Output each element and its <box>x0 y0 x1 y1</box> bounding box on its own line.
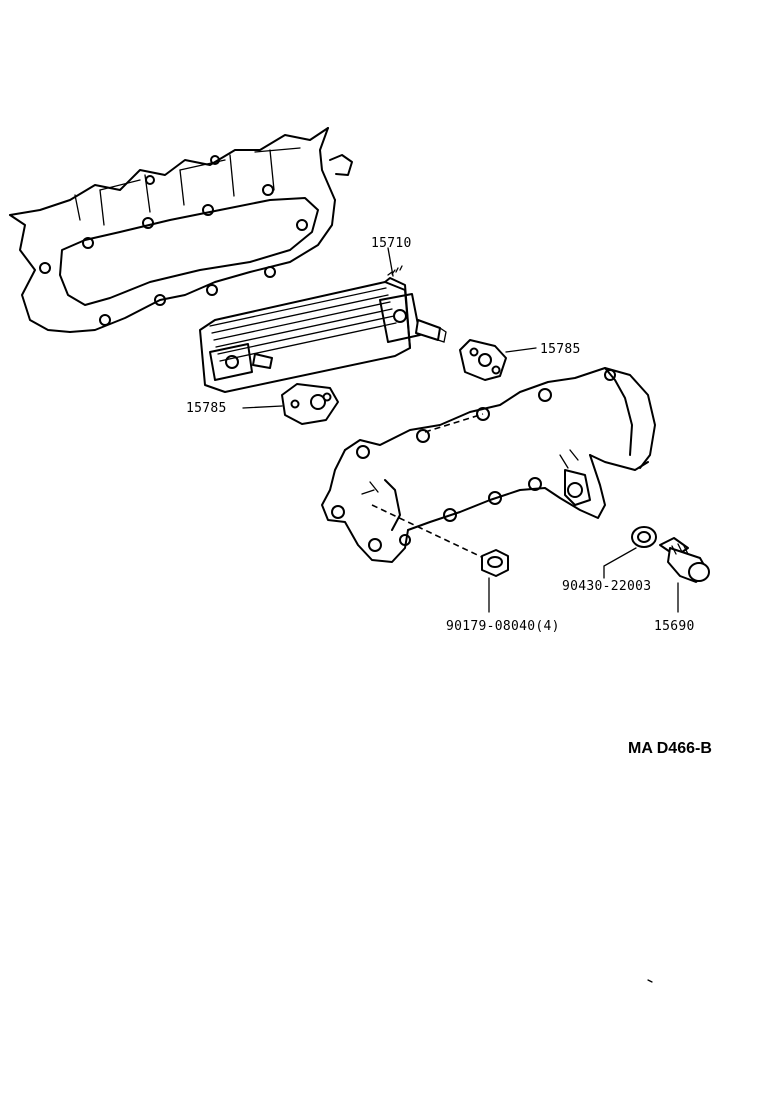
gasket-90430-22003 <box>603 526 657 579</box>
diagram-code: MA D466-B <box>628 740 712 757</box>
scan-mark <box>647 979 653 983</box>
gasket-15785-left <box>242 383 339 425</box>
relief-valve-15690 <box>659 537 710 613</box>
gasket-15785-right <box>459 339 537 381</box>
oil-cooler-15710 <box>199 247 447 393</box>
oil-cooler-cover <box>321 367 656 563</box>
label-15785-right: 15785 <box>540 342 581 357</box>
cover-flange-line <box>424 413 484 433</box>
label-90430-22003: 90430-22003 <box>562 579 651 594</box>
nut-90179-08040 <box>481 549 509 613</box>
label-15690: 15690 <box>654 619 695 634</box>
label-90179-08040: 90179-08040(4) <box>446 619 560 634</box>
engine-block-outline <box>9 127 353 333</box>
nut-assembly-line <box>371 504 489 561</box>
label-15710: 15710 <box>371 236 412 251</box>
label-15785-left: 15785 <box>186 401 227 416</box>
